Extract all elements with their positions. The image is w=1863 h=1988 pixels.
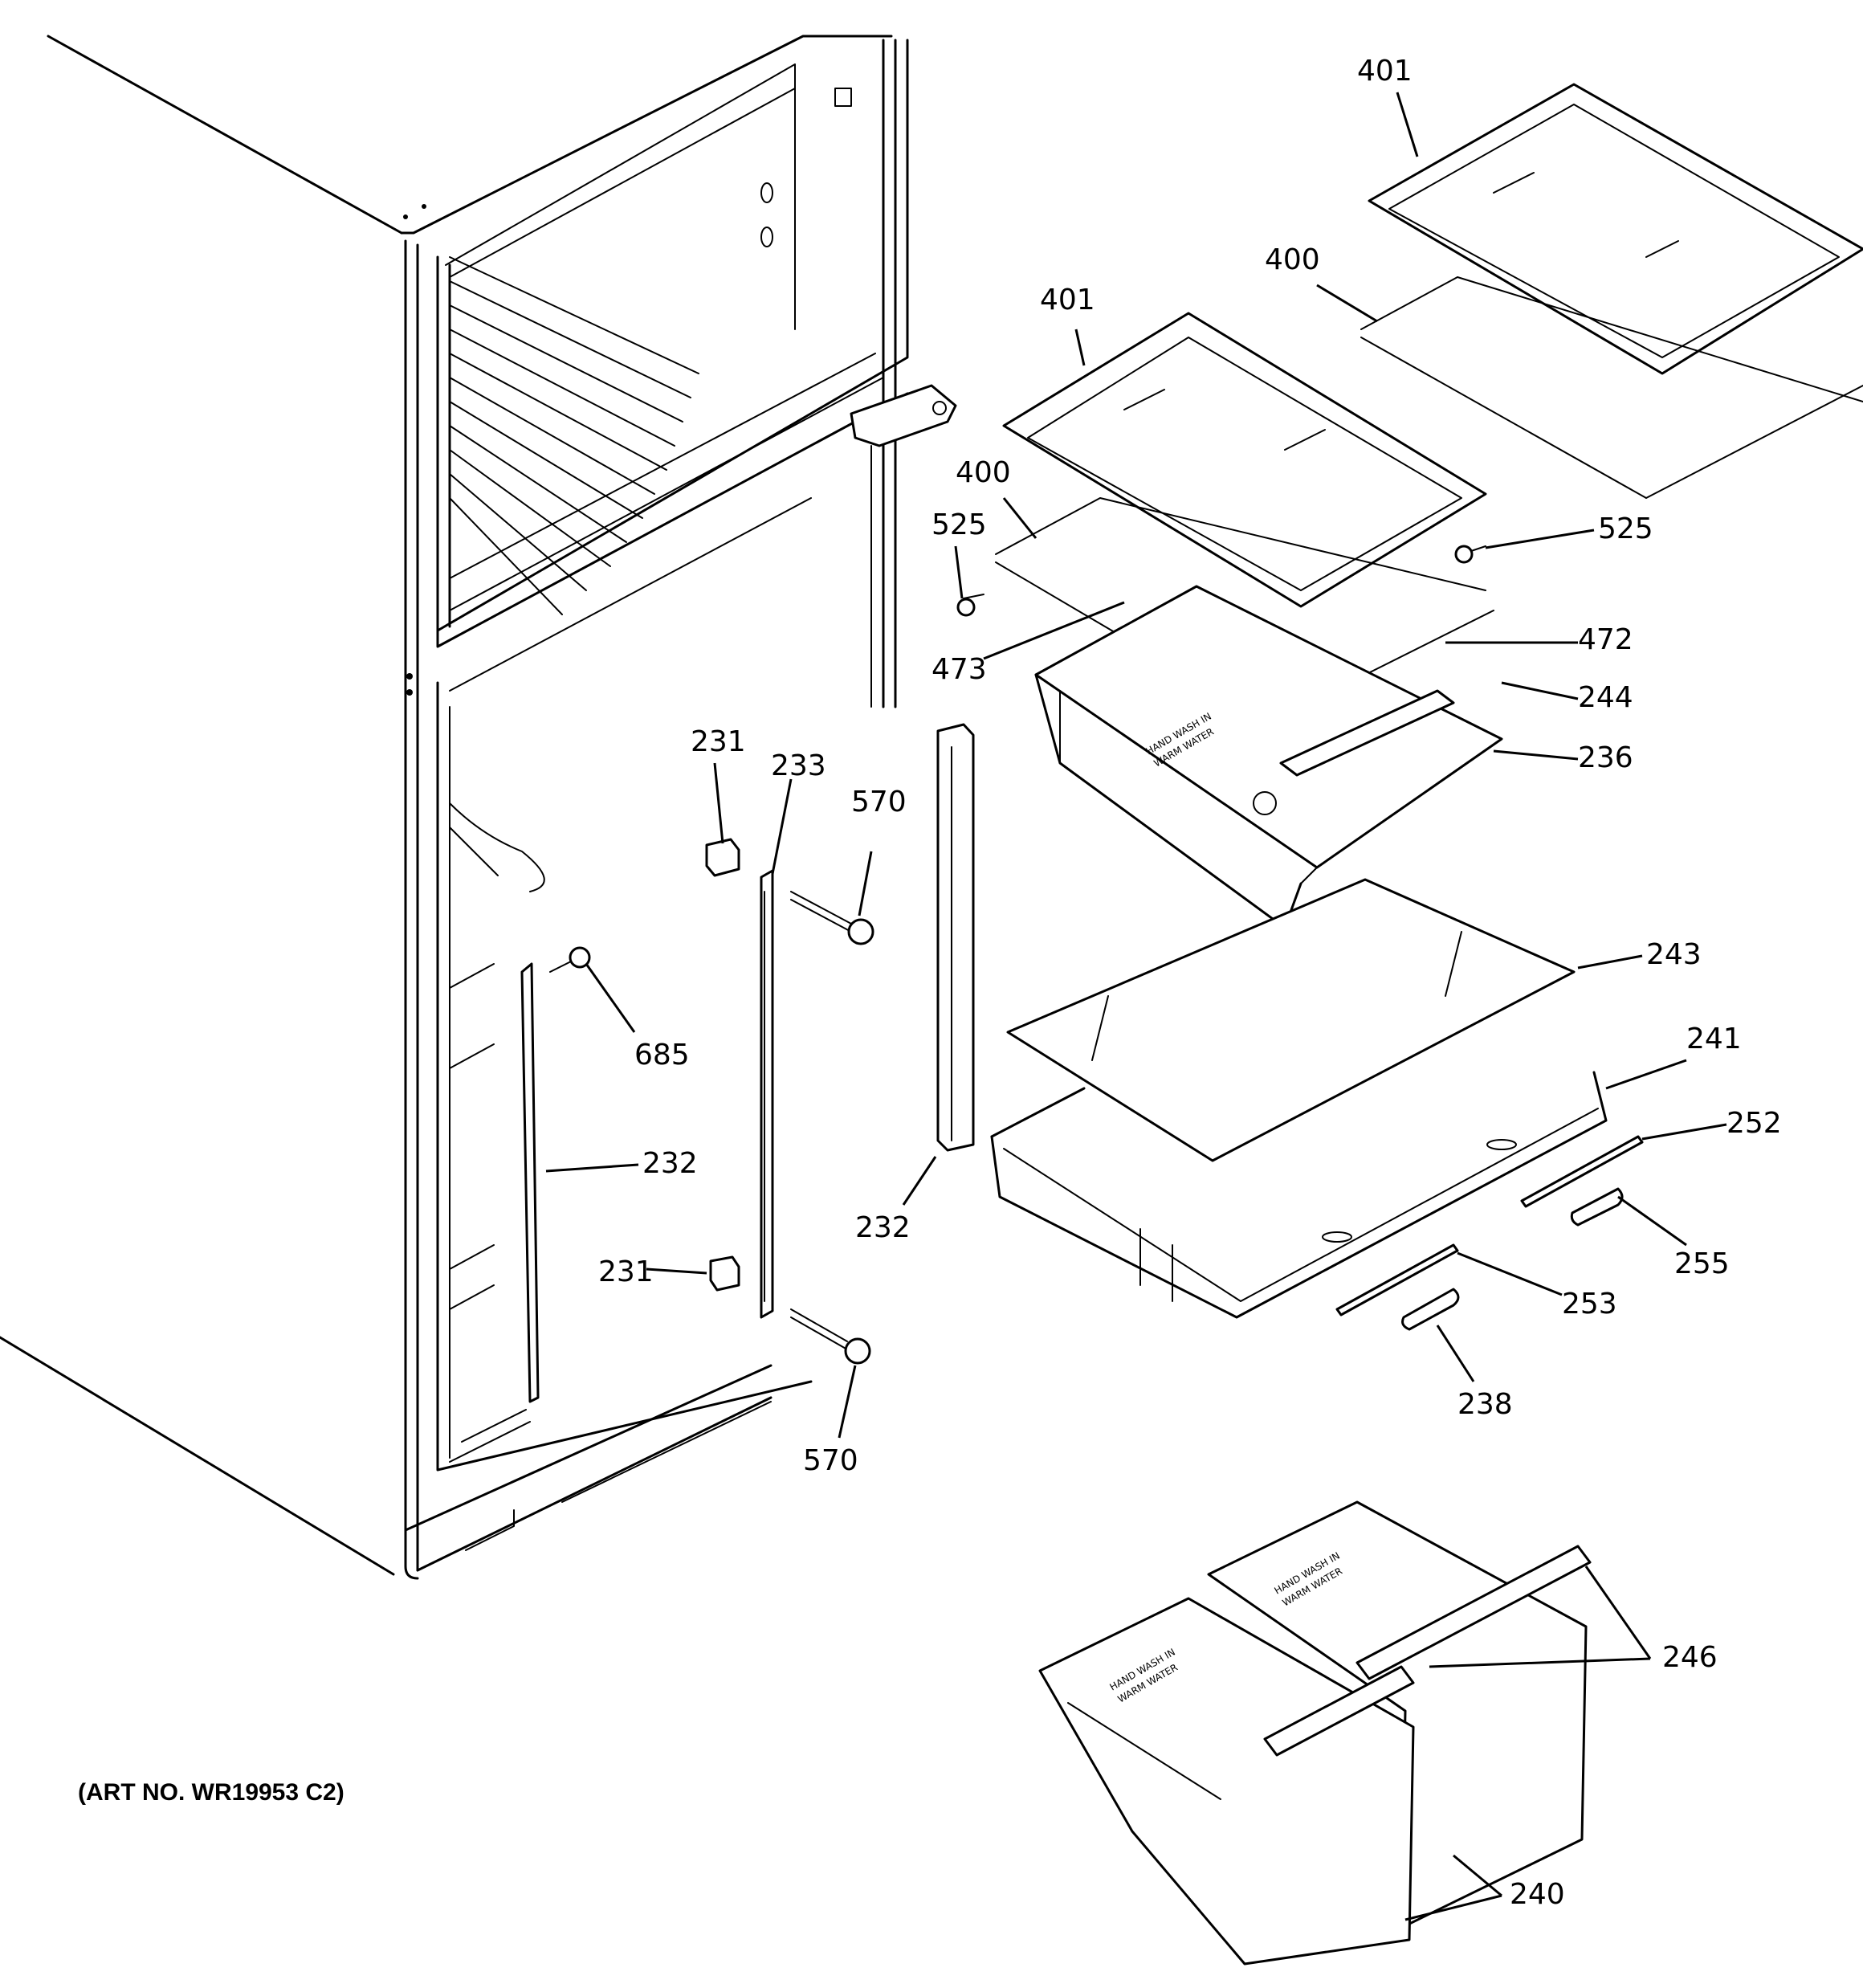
pan-handle-244 xyxy=(1279,689,1455,777)
callout-240: 240 xyxy=(1510,1878,1565,1911)
callout-473: 473 xyxy=(932,653,987,686)
callout-232-left: 232 xyxy=(642,1147,698,1180)
callout-525-right: 525 xyxy=(1598,512,1653,545)
freezer-shelf-ribs xyxy=(449,256,699,615)
shelf-support-bracket-lower xyxy=(709,1255,740,1292)
roller-238 xyxy=(1401,1288,1460,1331)
slide-252 xyxy=(1520,1135,1644,1208)
callout-243: 243 xyxy=(1646,938,1702,971)
callout-253: 253 xyxy=(1562,1288,1617,1321)
screw-570-lower xyxy=(790,1308,871,1365)
callout-238: 238 xyxy=(1457,1388,1513,1421)
callout-570-upper: 570 xyxy=(851,786,907,818)
callout-241: 241 xyxy=(1686,1023,1742,1055)
meat-pan-236: HAND WASH IN WARM WATER xyxy=(1034,585,1503,929)
callout-246: 246 xyxy=(1662,1641,1718,1674)
callout-685: 685 xyxy=(634,1039,690,1072)
ladder-rail-233 xyxy=(760,869,774,1319)
left-shelf-rail xyxy=(520,962,540,1403)
callout-472: 472 xyxy=(1578,623,1633,656)
callout-570-lower: 570 xyxy=(803,1444,858,1477)
callout-252: 252 xyxy=(1726,1107,1782,1140)
callout-labels: 401 400 401 400 525 525 472 473 244 236 … xyxy=(598,55,1782,1911)
crisper-bin-left-240: HAND WASH IN WARM WATER xyxy=(1038,1597,1415,1966)
shelf-401-lower xyxy=(1002,312,1487,608)
refrigerator-cabinet xyxy=(0,35,957,1580)
callout-401-lower: 401 xyxy=(1040,284,1095,316)
crisper-handle-246-left xyxy=(1263,1665,1415,1757)
shelf-support-bracket-upper xyxy=(705,838,740,877)
shoulder-screw-525-left xyxy=(956,594,984,617)
roller-255 xyxy=(1570,1187,1624,1227)
frame-400-upper xyxy=(1360,276,1863,499)
callout-231-upper: 231 xyxy=(691,725,746,758)
callout-525-left: 525 xyxy=(932,508,987,541)
shoulder-screw-525-right xyxy=(1454,545,1486,564)
callout-231-lower: 231 xyxy=(598,1255,654,1288)
crisper-handle-246-right xyxy=(1355,1545,1592,1680)
crisper-frame-241 xyxy=(990,1071,1608,1319)
center-hinge xyxy=(850,384,957,447)
right-ladder-rail xyxy=(936,723,975,1152)
callout-236: 236 xyxy=(1578,741,1633,774)
callout-255: 255 xyxy=(1674,1247,1730,1280)
callout-400-lower: 400 xyxy=(956,456,1011,489)
callout-232-right: 232 xyxy=(855,1211,911,1244)
callout-400-upper: 400 xyxy=(1265,243,1320,276)
callout-233: 233 xyxy=(771,749,826,782)
slide-253 xyxy=(1335,1243,1459,1316)
callout-401-upper: 401 xyxy=(1357,55,1413,88)
callout-244: 244 xyxy=(1578,681,1633,714)
leader-lines xyxy=(545,92,1727,1921)
screw-685 xyxy=(549,946,591,973)
glass-cover-243 xyxy=(1006,878,1576,1162)
screw-570-upper xyxy=(790,891,874,945)
shelf-401-upper xyxy=(1368,83,1863,375)
art-number-caption: (ART NO. WR19953 C2) xyxy=(78,1779,344,1806)
